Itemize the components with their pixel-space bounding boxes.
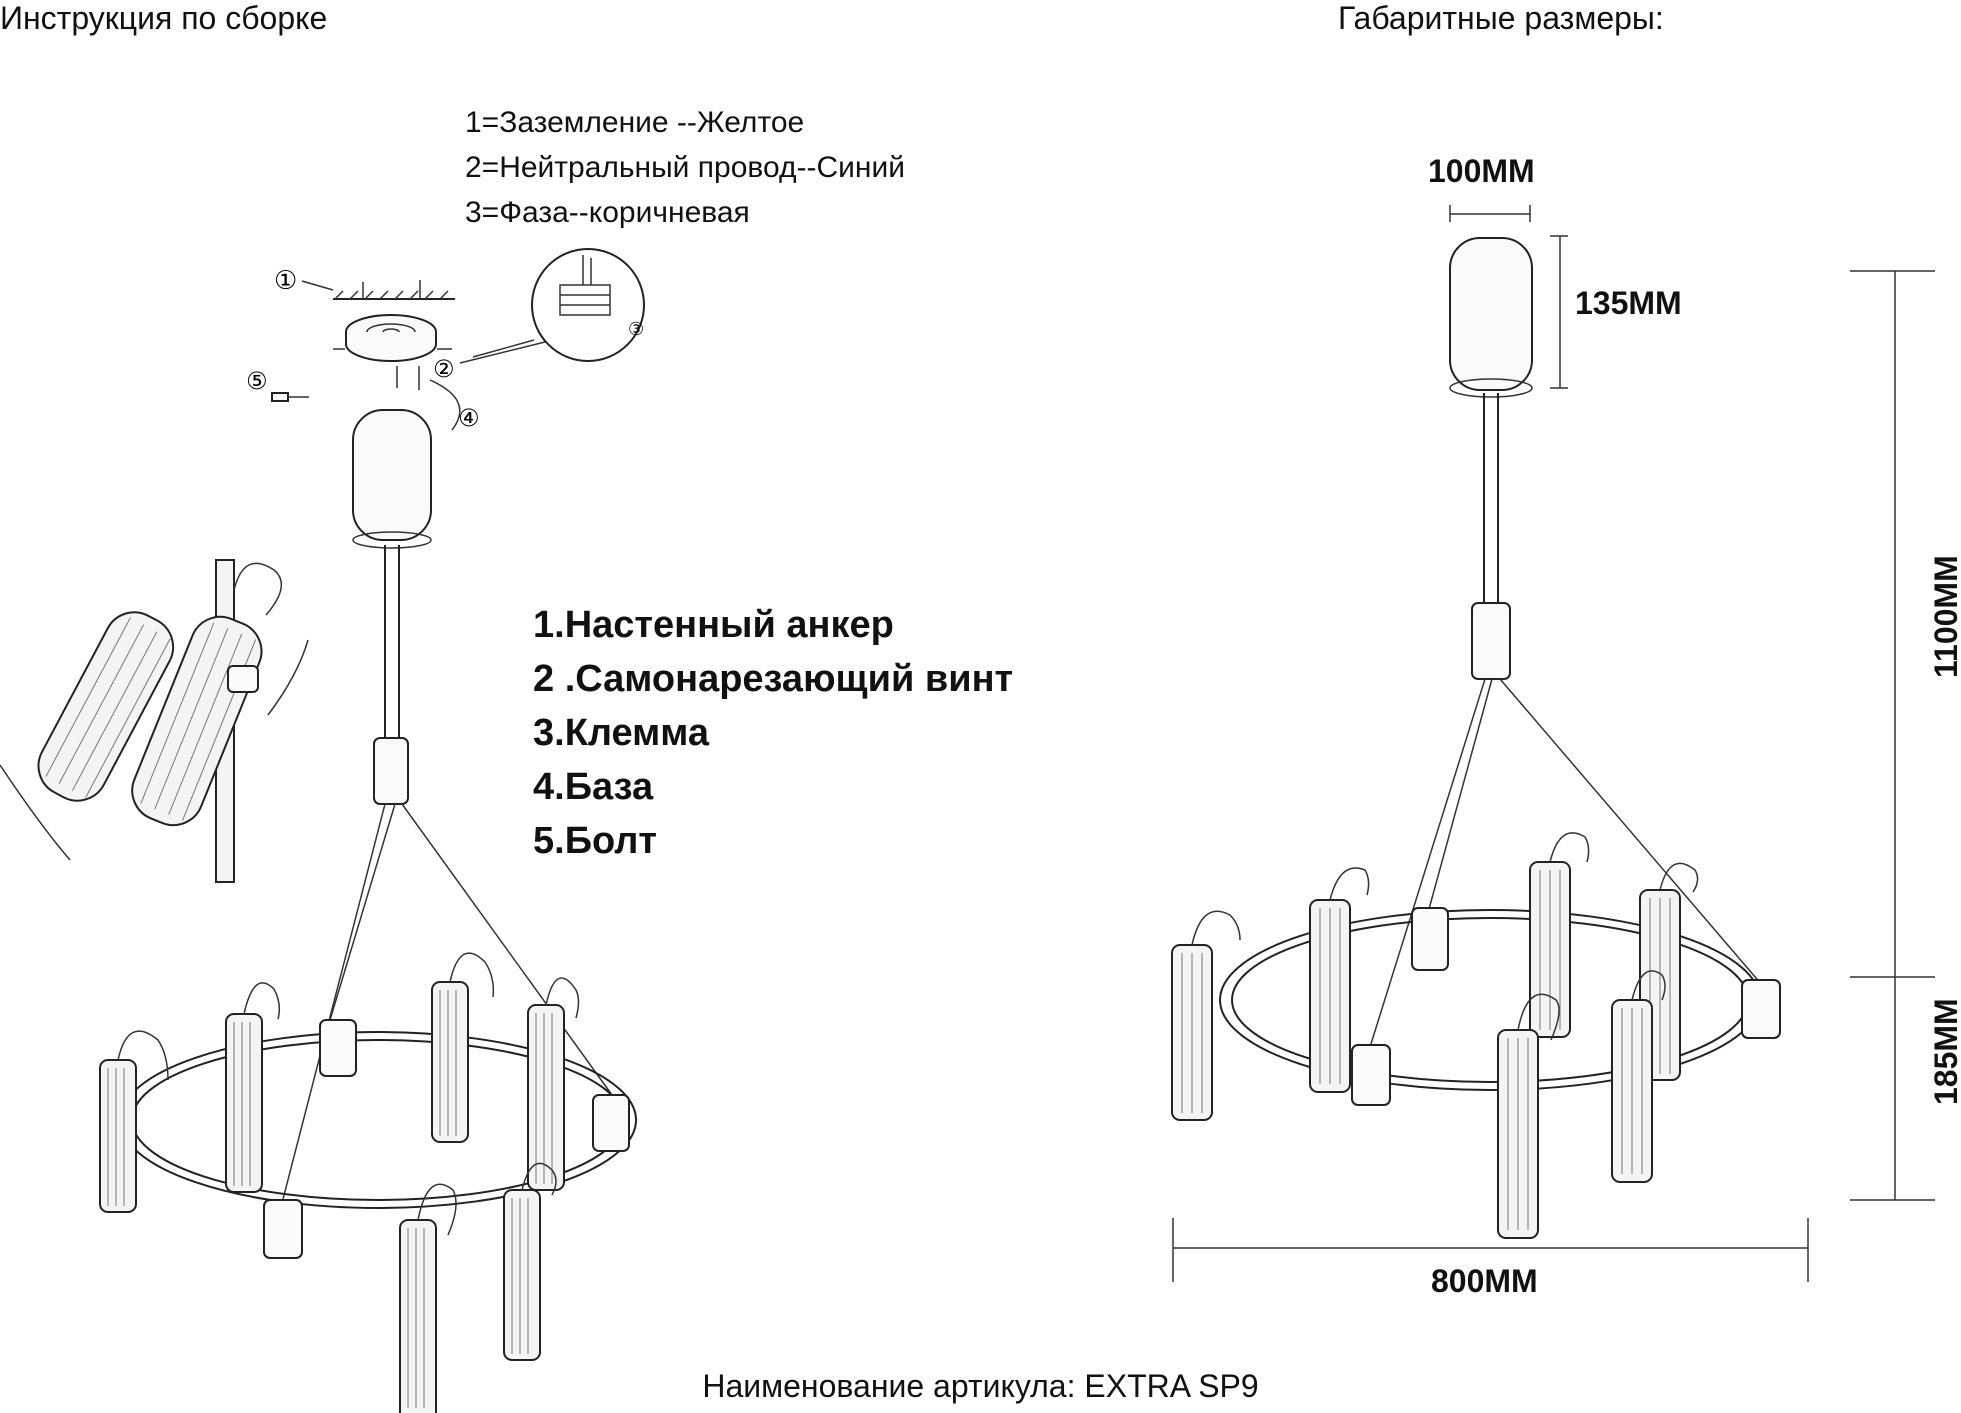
dim-diameter: 800MM (1431, 1263, 1538, 1299)
wiring-item-ground: 1=Заземление --Желтое (465, 106, 805, 139)
dim-canopy-height: 135MM (1575, 285, 1682, 321)
dim-canopy-width: 100MM (1428, 153, 1535, 189)
callout-4: ④ (458, 404, 480, 432)
hub (319, 1019, 357, 1077)
callout-5: ⑤ (246, 367, 268, 395)
wiring-item-phase: 3=Фаза--коричневая (465, 196, 750, 229)
right-chandelier (1171, 205, 1935, 1282)
mount-assembly: ① ② ⑤ ④ ③ (246, 248, 645, 432)
cable (281, 803, 386, 1204)
wiring-legend: 1=Заземление --Желтое 2=Нейтральный пров… (465, 100, 905, 235)
assembly-title: Инструкция по сборке (0, 0, 328, 36)
callout-1: ① (274, 266, 297, 296)
tube-detail (37, 611, 175, 802)
base-arc (429, 379, 461, 431)
bolt-icon (271, 392, 289, 402)
left-chandelier (0, 409, 637, 1413)
parts-item-bolt: 5.Болт (533, 820, 658, 862)
article-name: Наименование артикула: EXTRA SP9 (702, 1368, 1259, 1404)
dimensions-title: Габаритные размеры: (1338, 0, 1664, 36)
coupling (373, 737, 409, 805)
callout-2: ② (433, 355, 455, 383)
parts-item-screw: 2 .Самонарезающий винт (533, 658, 1014, 700)
canopy (352, 409, 432, 541)
parts-item-terminal: 3.Клемма (533, 712, 710, 754)
callout-3: ③ (628, 319, 644, 340)
terminal-detail-icon (531, 248, 645, 362)
parts-item-anchor: 1.Настенный анкер (533, 604, 894, 646)
ceiling-hatch (334, 290, 449, 300)
wiring-item-neutral: 2=Нейтральный провод--Синий (465, 151, 906, 184)
parts-list: 1.Настенный анкер 2 .Самонарезающий винт… (533, 598, 1013, 868)
parts-item-base: 4.База (533, 766, 654, 808)
light-tube (99, 1030, 169, 1213)
